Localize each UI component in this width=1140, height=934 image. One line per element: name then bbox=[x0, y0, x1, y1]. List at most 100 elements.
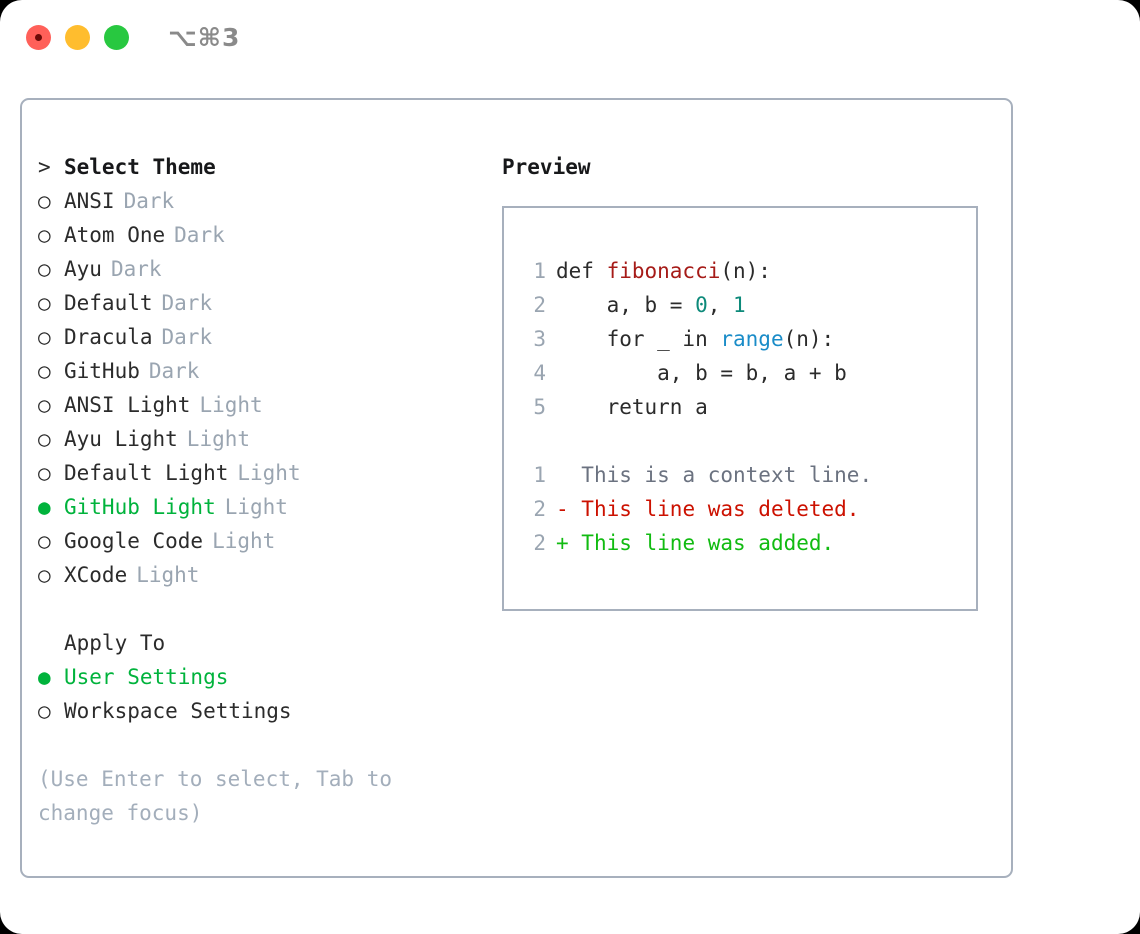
radio-selected-icon[interactable]: ● bbox=[38, 665, 51, 689]
theme-variant-tag: Light bbox=[224, 495, 288, 519]
apply-to-item[interactable]: ○ Workspace Settings bbox=[38, 694, 488, 728]
code-token: def bbox=[556, 259, 607, 283]
diff-marker: - bbox=[556, 497, 582, 521]
code-token: range bbox=[720, 327, 784, 351]
radio-unselected-icon[interactable]: ○ bbox=[38, 529, 51, 553]
theme-variant-tag: Dark bbox=[174, 223, 225, 247]
code-token: a, b = bbox=[556, 293, 696, 317]
theme-list-item[interactable]: ○ Default Dark bbox=[38, 286, 488, 320]
radio-unselected-icon[interactable]: ○ bbox=[38, 325, 51, 349]
theme-name: Google Code bbox=[64, 529, 204, 553]
minimize-button[interactable] bbox=[65, 25, 90, 50]
keyboard-shortcut-label: ⌥⌘3 bbox=[168, 23, 241, 52]
theme-list-item[interactable]: ○ Ayu Light Light bbox=[38, 422, 488, 456]
code-line: 3 for _ in range(n): bbox=[522, 322, 976, 356]
diff-sample: 1 This is a context line.2- This line wa… bbox=[522, 458, 976, 560]
theme-variant-tag: Light bbox=[212, 529, 276, 553]
select-theme-heading-label: Select Theme bbox=[64, 155, 216, 179]
theme-list-item[interactable]: ○ Ayu Dark bbox=[38, 252, 488, 286]
apply-to-label: User Settings bbox=[64, 665, 229, 689]
theme-variant-tag: Dark bbox=[110, 257, 162, 281]
apply-to-item[interactable]: ● User Settings bbox=[38, 660, 488, 694]
theme-name: Default Light bbox=[64, 461, 229, 485]
radio-unselected-icon[interactable]: ○ bbox=[38, 699, 51, 723]
diff-line: 1 This is a context line. bbox=[522, 458, 976, 492]
theme-list-item[interactable]: ○ Dracula Dark bbox=[38, 320, 488, 354]
line-number: 2 bbox=[533, 293, 546, 317]
radio-unselected-icon[interactable]: ○ bbox=[38, 189, 51, 213]
theme-list-item[interactable]: ○ Default Light Light bbox=[38, 456, 488, 490]
theme-name: Ayu bbox=[64, 257, 102, 281]
theme-name: GitHub bbox=[64, 359, 140, 383]
radio-unselected-icon[interactable]: ○ bbox=[38, 223, 51, 247]
preview-title: Preview bbox=[502, 155, 591, 179]
diff-text: This line was deleted. bbox=[581, 497, 860, 521]
theme-variant-tag: Dark bbox=[123, 189, 175, 213]
line-number: 4 bbox=[533, 361, 546, 385]
theme-name: GitHub Light bbox=[64, 495, 216, 519]
theme-name: Default bbox=[64, 291, 153, 315]
radio-unselected-icon[interactable]: ○ bbox=[38, 393, 51, 417]
zoom-button[interactable] bbox=[104, 25, 129, 50]
line-number: 5 bbox=[533, 395, 546, 419]
line-number: 3 bbox=[533, 327, 546, 351]
theme-list-item[interactable]: ● GitHub Light Light bbox=[38, 490, 488, 524]
code-token: 0 bbox=[695, 293, 708, 317]
spacer bbox=[38, 592, 488, 626]
theme-name: ANSI bbox=[64, 189, 115, 213]
radio-unselected-icon[interactable]: ○ bbox=[38, 461, 51, 485]
code-token: , bbox=[707, 293, 734, 317]
apply-to-heading-label: Apply To bbox=[64, 631, 166, 655]
radio-unselected-icon[interactable]: ○ bbox=[38, 257, 51, 281]
code-line: 5 return a bbox=[522, 390, 976, 424]
code-token: (n): bbox=[783, 327, 835, 351]
theme-variant-tag: Dark bbox=[161, 325, 213, 349]
apply-to-label: Workspace Settings bbox=[64, 699, 292, 723]
heading-indent: ○ bbox=[38, 626, 64, 660]
heading-caret-icon: > bbox=[38, 155, 51, 179]
code-token: (n): bbox=[720, 259, 771, 283]
radio-selected-icon[interactable]: ● bbox=[38, 495, 51, 519]
theme-list-item[interactable]: ○ Google Code Light bbox=[38, 524, 488, 558]
line-number: 2 bbox=[533, 497, 546, 521]
radio-unselected-icon[interactable]: ○ bbox=[38, 291, 51, 315]
radio-unselected-icon[interactable]: ○ bbox=[38, 359, 51, 383]
diff-marker bbox=[556, 463, 581, 487]
theme-name: ANSI Light bbox=[64, 393, 191, 417]
diff-line: 2- This line was deleted. bbox=[522, 492, 976, 526]
theme-variant-tag: Light bbox=[186, 427, 251, 451]
theme-name: Dracula bbox=[64, 325, 153, 349]
code-token: for _ in bbox=[556, 327, 721, 351]
theme-variant-tag: Light bbox=[199, 393, 263, 417]
theme-name: XCode bbox=[64, 563, 128, 587]
radio-unselected-icon[interactable]: ○ bbox=[38, 427, 51, 451]
code-line: 4 a, b = b, a + b bbox=[522, 356, 976, 390]
theme-name: Atom One bbox=[64, 223, 166, 247]
code-token: return a bbox=[556, 395, 708, 419]
theme-list-item[interactable]: ○ ANSI Light Light bbox=[38, 388, 488, 422]
theme-variant-tag: Light bbox=[237, 461, 301, 485]
theme-name: Ayu Light bbox=[64, 427, 178, 451]
keyboard-hint: (Use Enter to select, Tab to change focu… bbox=[38, 767, 393, 825]
theme-variant-tag: Dark bbox=[161, 291, 213, 315]
select-theme-heading: > Select Theme bbox=[38, 150, 488, 184]
code-line: 2 a, b = 0, 1 bbox=[522, 288, 976, 322]
close-button[interactable] bbox=[26, 25, 51, 50]
window-controls bbox=[26, 25, 129, 50]
theme-list-item[interactable]: ○ ANSI Dark bbox=[38, 184, 488, 218]
theme-list-item[interactable]: ○ Atom One Dark bbox=[38, 218, 488, 252]
line-number: 2 bbox=[533, 531, 546, 555]
diff-text: This line was added. bbox=[581, 531, 835, 555]
radio-unselected-icon[interactable]: ○ bbox=[38, 563, 51, 587]
line-number: 1 bbox=[533, 463, 546, 487]
